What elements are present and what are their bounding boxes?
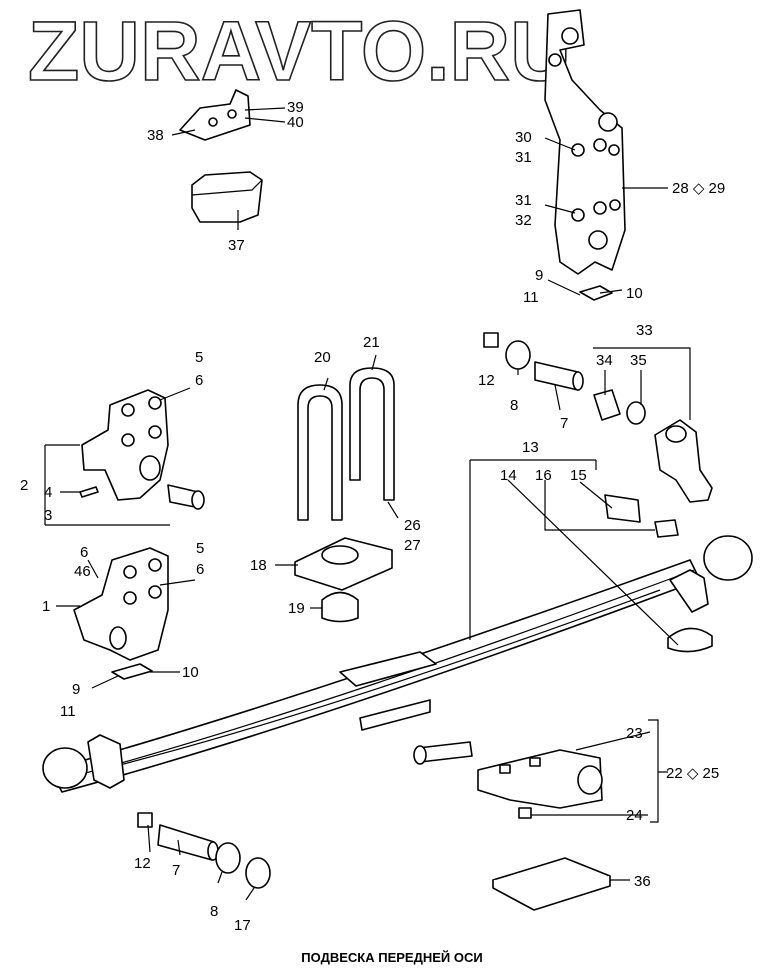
part-19-bump-stop: [321, 591, 359, 623]
part-12-grease-nipple-bottom: [137, 812, 153, 828]
part-1-hanger: [73, 547, 169, 661]
label-28-29: 28 ◇ 29: [672, 180, 725, 197]
label-36: 36: [634, 873, 651, 890]
part-33-shackle: [654, 419, 713, 503]
part-13-leaf-spring: [42, 535, 753, 793]
label-31-lower: 31: [515, 192, 532, 209]
part-7-pin-top: [534, 361, 584, 391]
part-17-washer: [245, 857, 271, 889]
label-32: 32: [515, 212, 532, 229]
part-24-nut: [518, 807, 532, 819]
label-24: 24: [626, 807, 643, 824]
label-9-upper: 9: [535, 267, 543, 284]
part-10-plate-top: [579, 285, 613, 301]
part-2-rear-hanger: [81, 389, 169, 501]
part-8-washer-bottom: [215, 842, 241, 874]
label-33: 33: [636, 322, 653, 339]
label-6-upper: 6: [195, 372, 203, 389]
part-16-bushing: [654, 519, 679, 538]
part-3-bushing: [167, 484, 205, 510]
label-16: 16: [535, 467, 552, 484]
label-6-lower-right: 6: [196, 561, 204, 578]
part-35-ring: [626, 401, 646, 425]
label-15: 15: [570, 467, 587, 484]
label-40: 40: [287, 114, 304, 131]
label-10-lower: 10: [182, 664, 199, 681]
label-3: 3: [44, 507, 52, 524]
part-4-pin: [79, 486, 99, 498]
label-12-lower: 12: [134, 855, 151, 872]
part-38-bracket: [179, 89, 251, 141]
watermark: ZURAVTO.RU: [28, 4, 571, 98]
label-37: 37: [228, 237, 245, 254]
label-46: 46: [74, 563, 91, 580]
part-21-u-bolt: [349, 367, 395, 501]
label-4: 4: [44, 484, 52, 501]
label-23: 23: [626, 725, 643, 742]
part-34-bushing: [593, 389, 621, 421]
part-10-plate-lower: [111, 663, 153, 680]
label-2: 2: [20, 477, 28, 494]
label-30: 30: [515, 129, 532, 146]
label-20: 20: [314, 349, 331, 366]
part-12-grease-nipple-top: [483, 332, 499, 348]
label-12-upper: 12: [478, 372, 495, 389]
part-28-front-hanger: [544, 9, 626, 275]
label-9-lower: 9: [72, 681, 80, 698]
label-8-lower: 8: [210, 903, 218, 920]
label-34: 34: [596, 352, 613, 369]
part-8-washer-top: [505, 340, 531, 370]
label-19: 19: [288, 600, 305, 617]
leader-lines: [44, 107, 691, 901]
part-20-u-bolt: [297, 384, 343, 521]
label-14: 14: [500, 467, 517, 484]
label-6-lower-left: 6: [80, 544, 88, 561]
label-18: 18: [250, 557, 267, 574]
label-5-upper: 5: [195, 349, 203, 366]
label-1: 1: [42, 598, 50, 615]
label-21: 21: [363, 334, 380, 351]
label-5-lower: 5: [196, 540, 204, 557]
part-18-pad: [294, 537, 393, 591]
label-31-upper: 31: [515, 149, 532, 166]
label-38: 38: [147, 127, 164, 144]
part-number-labels: 39 40 38 37 30 31 31 32 28 ◇ 29 9 11 10 …: [20, 99, 725, 934]
label-27: 27: [404, 537, 421, 554]
label-17: 17: [234, 917, 251, 934]
label-35: 35: [630, 352, 647, 369]
label-7-upper: 7: [560, 415, 568, 432]
part-36-plate: [492, 857, 611, 911]
label-8-upper: 8: [510, 397, 518, 414]
label-22-25: 22 ◇ 25: [666, 765, 719, 782]
part-37-rubber-bumper: [191, 171, 263, 223]
label-11-lower: 11: [60, 703, 76, 720]
part-14-cap: [667, 627, 713, 653]
part-23-bolt: [413, 741, 473, 765]
label-13: 13: [522, 439, 539, 456]
diagram-caption: ПОДВЕСКА ПЕРЕДНЕЙ ОСИ: [301, 950, 482, 965]
label-7-lower: 7: [172, 862, 180, 879]
label-26: 26: [404, 517, 421, 534]
label-11-upper: 11: [523, 289, 539, 306]
part-7-pin-bottom: [157, 824, 219, 861]
label-39: 39: [287, 99, 304, 116]
part-22-bracket: [477, 749, 603, 809]
part-15-bushing: [604, 494, 641, 523]
label-10-upper: 10: [626, 285, 643, 302]
